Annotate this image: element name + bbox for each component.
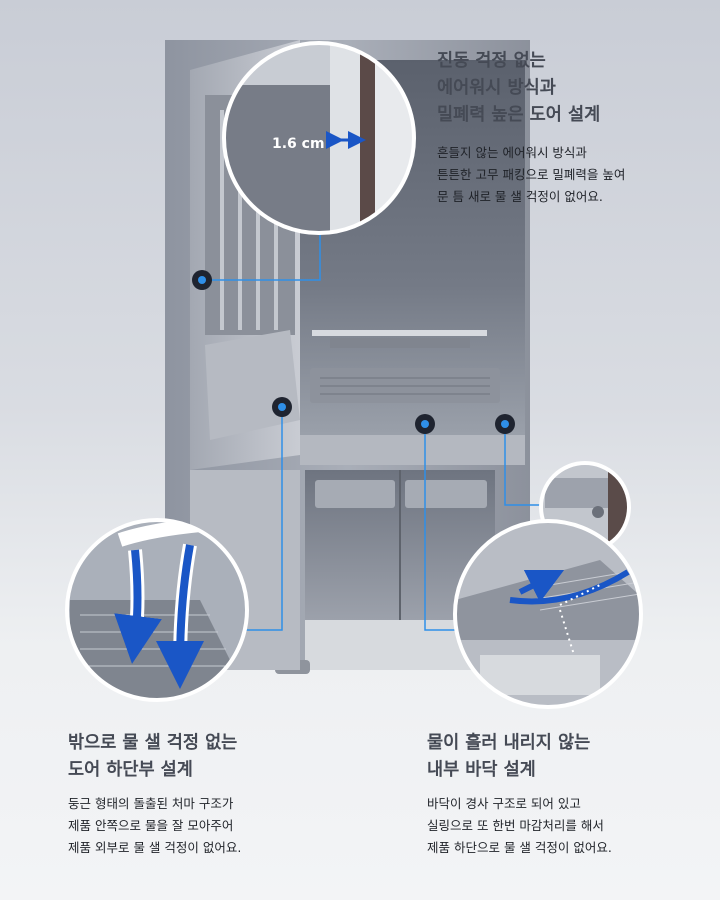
zoom-door-gasket: 1.6 cm	[222, 41, 416, 235]
callout-top-desc: 흔들지 않는 에어워시 방식과 튼튼한 고무 패킹으로 밀폐력을 높여 문 틈 …	[437, 145, 626, 204]
callout-bottom-left-heading: 밖으로 물 샐 걱정 없는 도어 하단부 설계	[68, 733, 238, 780]
callout-top-heading: 진동 걱정 없는 에어워시 방식과 밀폐력 높은 도어 설계	[437, 51, 601, 125]
zoom-floor-slope	[453, 519, 643, 709]
hotspot-door-bottom	[272, 397, 292, 417]
callout-bottom-right-heading: 물이 흘러 내리지 않는 내부 바닥 설계	[427, 733, 591, 780]
callout-bottom-right-desc: 바닥이 경사 구조로 되어 있고 실링으로 또 한번 마감처리를 해서 제품 하…	[427, 796, 612, 855]
hotspot-door-seal	[192, 270, 212, 290]
zoom-door-eave	[65, 518, 249, 702]
hotspot-floor	[415, 414, 435, 434]
hotspot-sealing	[495, 414, 515, 434]
gasket-measure-label: 1.6 cm	[272, 136, 325, 152]
callout-bottom-left-desc: 둥근 형태의 돌출된 처마 구조가 제품 안쪽으로 물을 잘 모아주어 제품 외…	[68, 796, 242, 855]
connector-lines	[202, 232, 542, 631]
